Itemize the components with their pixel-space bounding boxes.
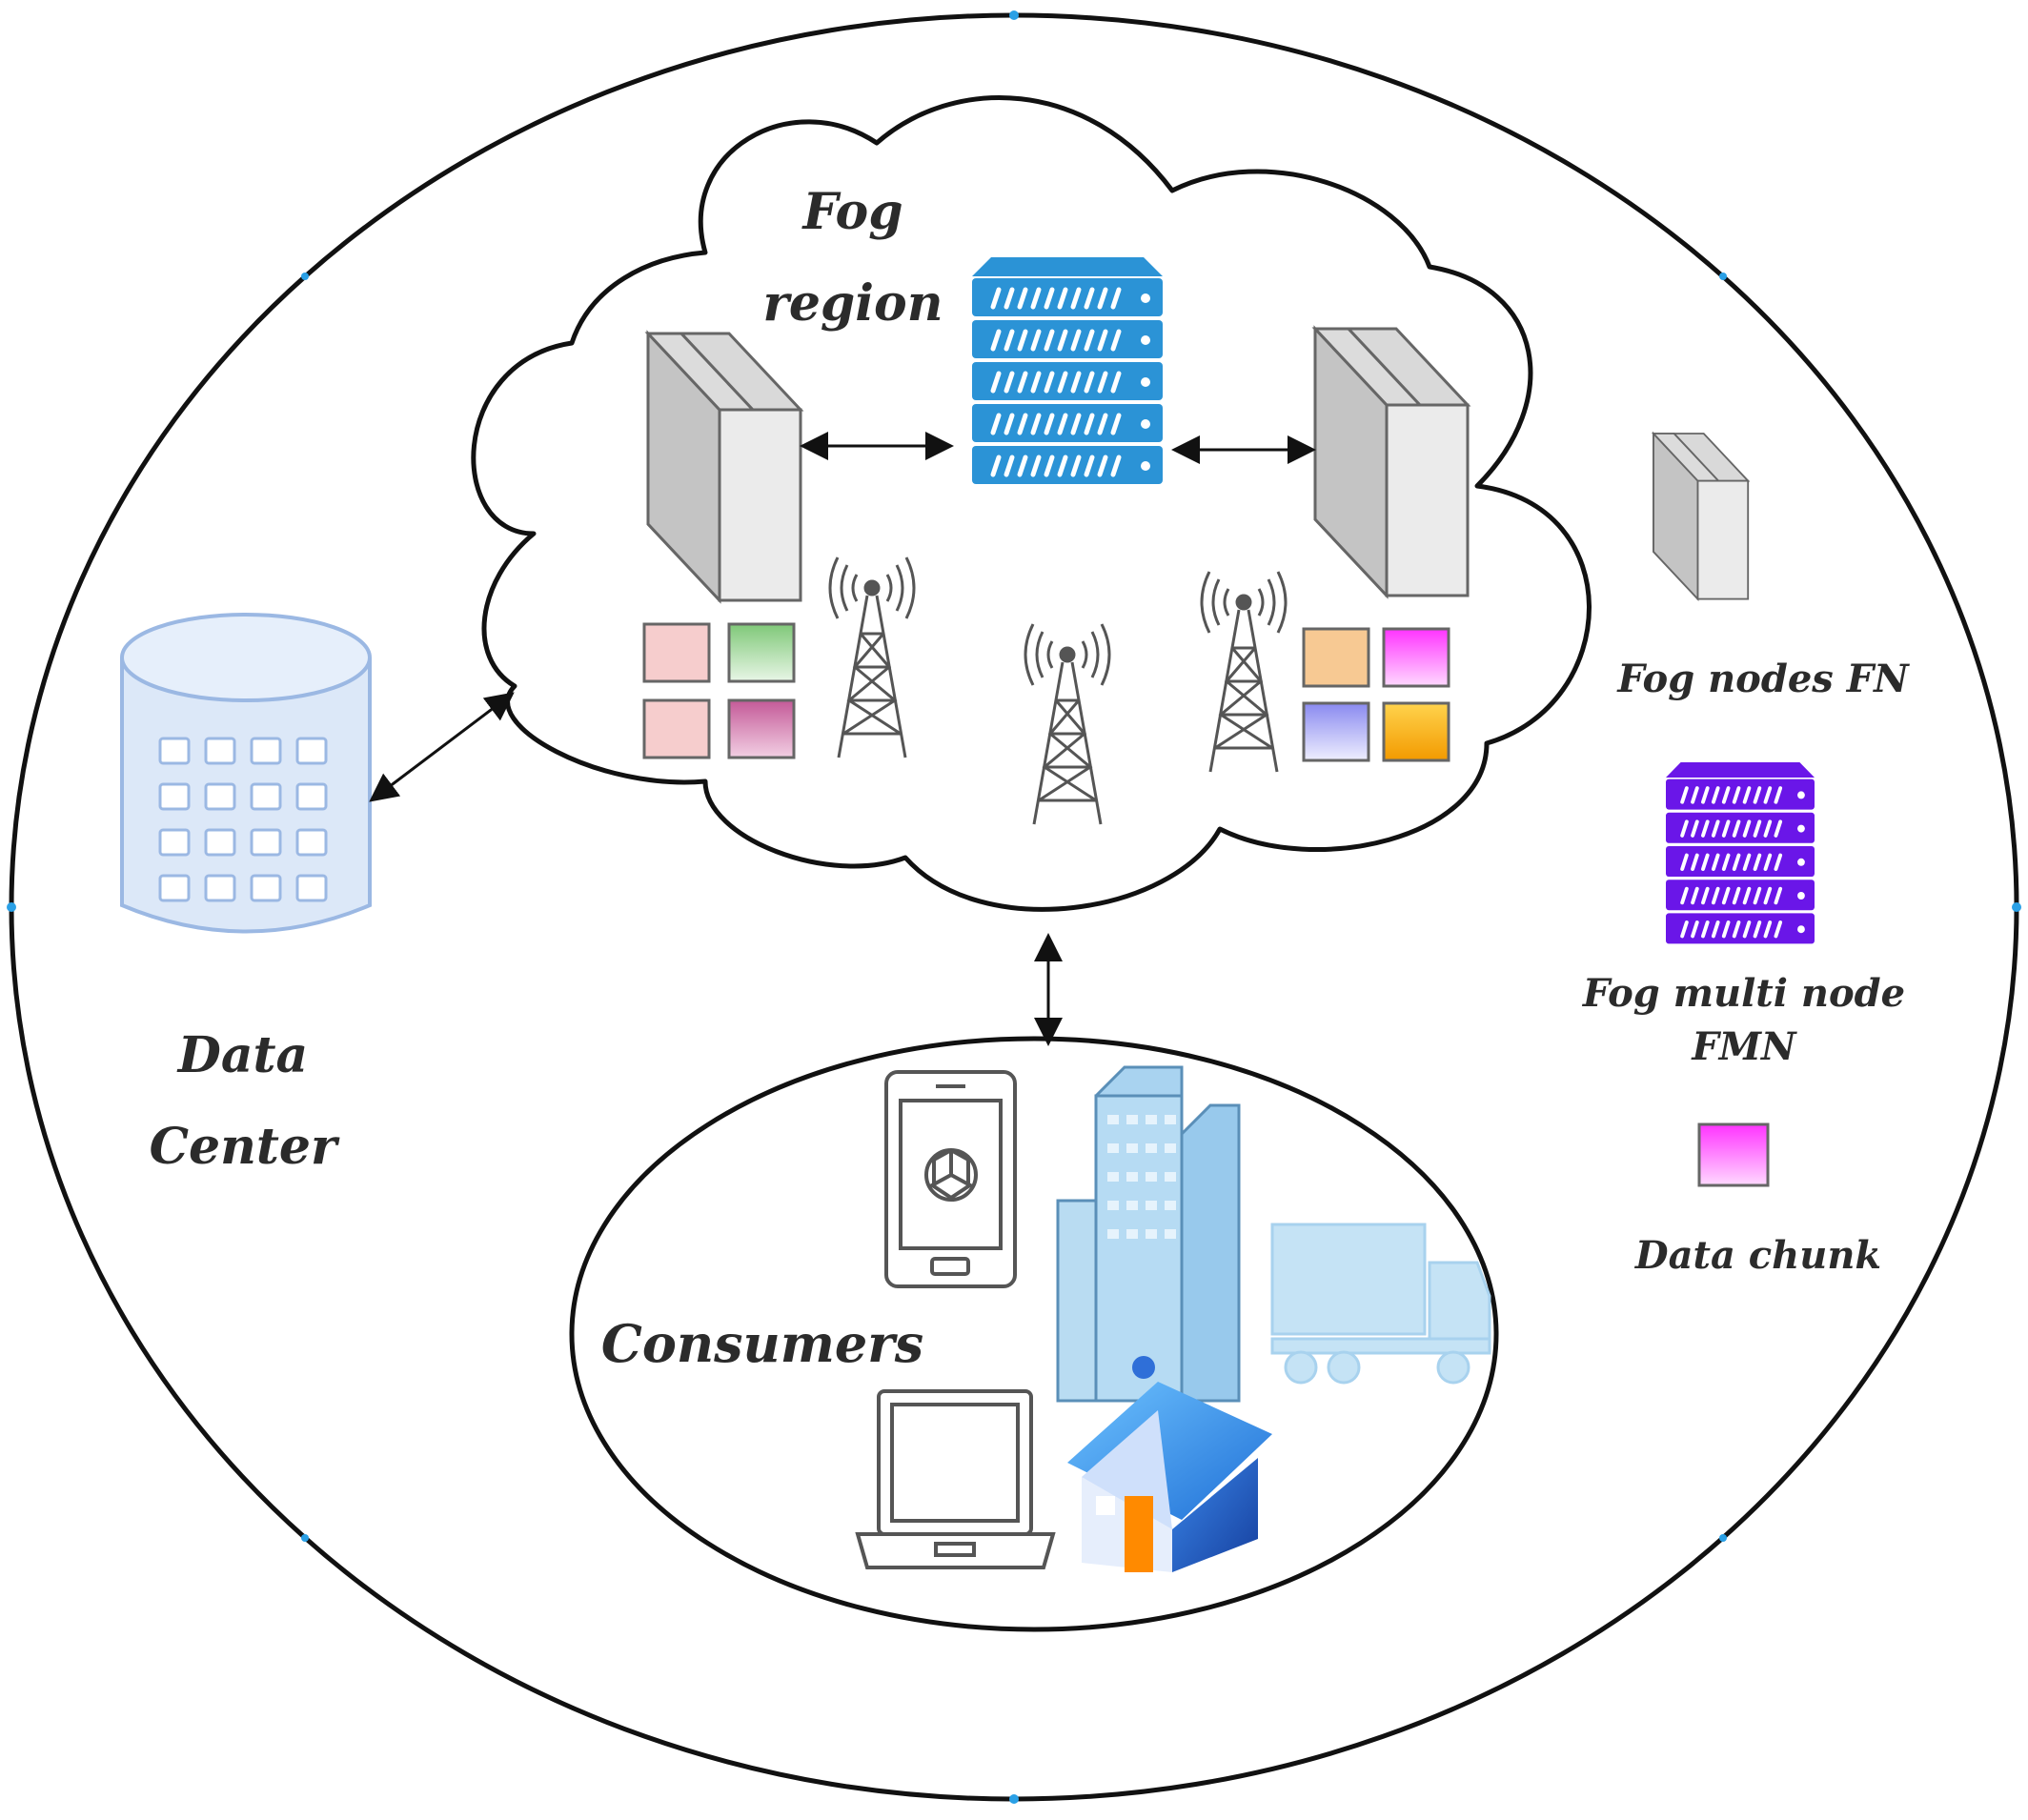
smartphone-icon: [884, 1070, 1017, 1288]
boundary-handles: [7, 10, 2021, 1804]
fog-nodes-legend-label: Fog nodes FN: [1601, 653, 1925, 706]
cell-tower-right-icon: [1200, 570, 1288, 774]
truck-icon: [1270, 1223, 1491, 1385]
data-chunks-left: [642, 622, 796, 759]
data-chunks-right: [1302, 627, 1450, 762]
fog-region-label: Fog region: [753, 167, 953, 350]
cell-tower-left-icon: [828, 556, 916, 759]
cell-tower-center-icon: [1024, 622, 1111, 826]
data-chunk-legend-text: Data chunk: [1634, 1233, 1882, 1278]
data-center-database-icon: [120, 613, 372, 934]
office-buildings-icon: [1056, 1065, 1241, 1403]
link-datacenter-cloud: [369, 692, 515, 802]
data-chunk-legend-label: Data chunk: [1601, 1229, 1916, 1283]
legend-data-chunk-icon: [1697, 1122, 1770, 1187]
laptop-icon: [855, 1389, 1056, 1569]
fog-node-right-icon: [1313, 327, 1470, 597]
fog-region-label-line-1: Fog: [802, 183, 903, 241]
data-center-label: Data Center: [114, 1010, 372, 1193]
data-center-label-line-1: Data: [177, 1026, 309, 1084]
legend-fmn-icon: [1666, 762, 1815, 943]
fog-region-label-line-2: region: [762, 274, 943, 333]
fog-nodes-legend-text: Fog nodes FN: [1617, 657, 1909, 701]
data-center-label-line-2: Center: [149, 1118, 337, 1176]
fmn-legend-line-2: FMN: [1692, 1024, 1796, 1069]
fmn-legend-line-1: Fog multi node: [1582, 971, 1906, 1016]
legend-fog-node-icon: [1653, 433, 1750, 600]
consumers-label: Consumers: [600, 1310, 924, 1377]
fog-region-cloud: [471, 95, 1592, 912]
fog-node-left-icon: [646, 332, 802, 602]
consumers-label-text: Consumers: [600, 1313, 924, 1374]
fmn-legend-label: Fog multi node FMN: [1572, 967, 1916, 1074]
fog-server-icon: [972, 257, 1163, 484]
house-icon: [1067, 1356, 1272, 1572]
consumers-region: [569, 1036, 1499, 1632]
